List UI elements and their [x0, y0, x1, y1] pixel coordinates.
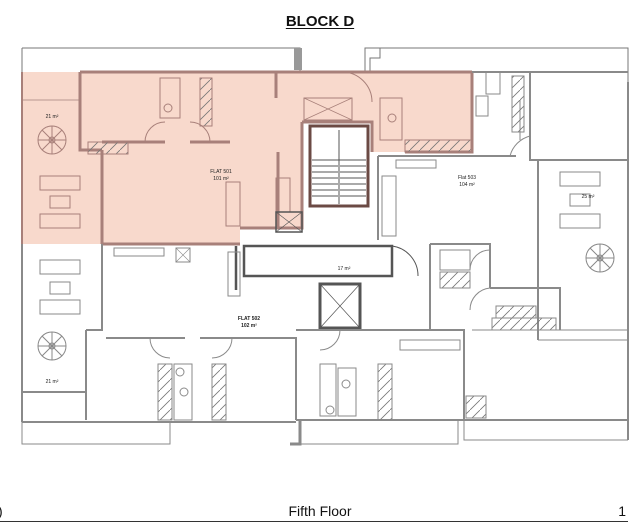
page-number: 1 — [618, 503, 626, 519]
flat-502-name: FLAT 502 — [238, 316, 260, 322]
flat-503-name: Flat 503 — [458, 175, 476, 181]
top-balconies — [21, 47, 629, 82]
floor-label: Fifth Floor — [288, 503, 352, 519]
terrace-503-area: 25 m² — [582, 194, 595, 200]
common-lobby — [234, 211, 419, 330]
stairwell — [308, 124, 370, 208]
flat-501-region[interactable] — [21, 70, 474, 246]
footer-left-text: ) — [0, 503, 3, 519]
flat-503-region[interactable] — [377, 71, 629, 441]
page-title: BLOCK D — [285, 13, 355, 30]
lobby-area: 17 m² — [338, 266, 351, 272]
terrace-502-area: 21 m² — [46, 379, 59, 385]
flat-501-name: FLAT 501 — [210, 169, 232, 175]
footer-divider — [0, 521, 628, 522]
flat-501-area: 101 m² — [213, 176, 229, 182]
flat-502-area: 102 m² — [241, 323, 257, 329]
flat-503-area: 104 m² — [459, 182, 475, 188]
terrace-501-area: 21 m² — [46, 114, 59, 120]
room-labels: FLAT 501 101 m² FLAT 502 102 m² Flat 503… — [46, 114, 595, 385]
south-middle-rooms — [290, 329, 465, 446]
flat-502-region[interactable] — [21, 244, 297, 445]
